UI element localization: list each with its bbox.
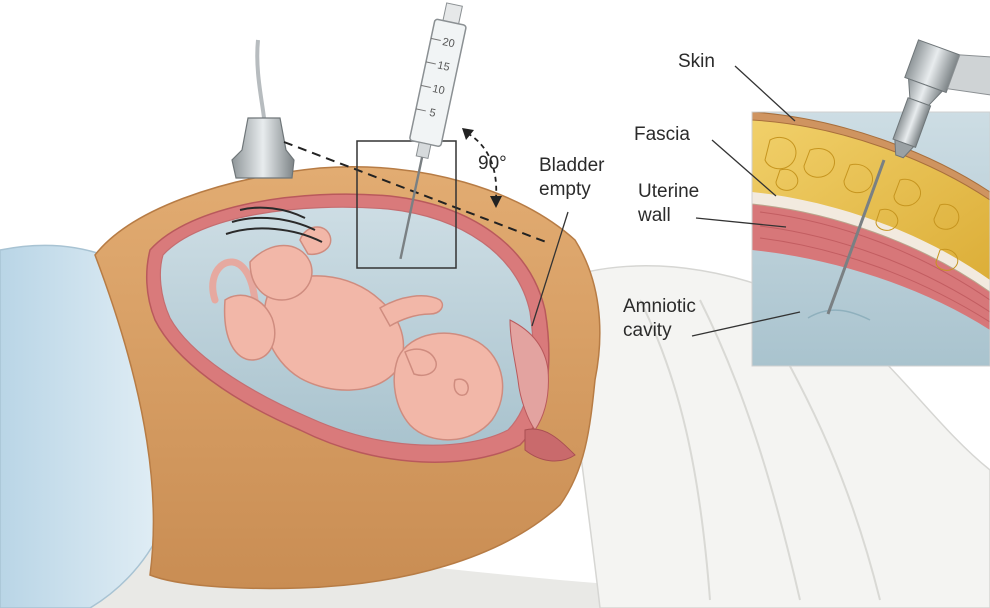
uterine-wall-label: Uterine wall bbox=[638, 180, 699, 228]
skin-label: Skin bbox=[678, 50, 715, 74]
inset-panel bbox=[752, 112, 990, 366]
probe-cable bbox=[257, 40, 264, 118]
bladder-label: Bladder empty bbox=[539, 154, 605, 202]
probe-body bbox=[232, 118, 294, 178]
ultrasound-probe bbox=[232, 40, 294, 178]
syringe-scale-15: 15 bbox=[436, 60, 450, 74]
fascia-label: Fascia bbox=[634, 123, 690, 147]
syringe-barrel bbox=[409, 19, 466, 147]
fetus-head bbox=[394, 333, 502, 440]
syringe-hub bbox=[416, 142, 431, 158]
angle-label: 90° bbox=[478, 152, 507, 176]
angle-arrowhead-top bbox=[462, 128, 474, 140]
amniotic-cavity-label: Amniotic cavity bbox=[623, 295, 696, 343]
syringe-scale-20: 20 bbox=[441, 36, 455, 50]
syringe-scale-10: 10 bbox=[431, 83, 445, 97]
